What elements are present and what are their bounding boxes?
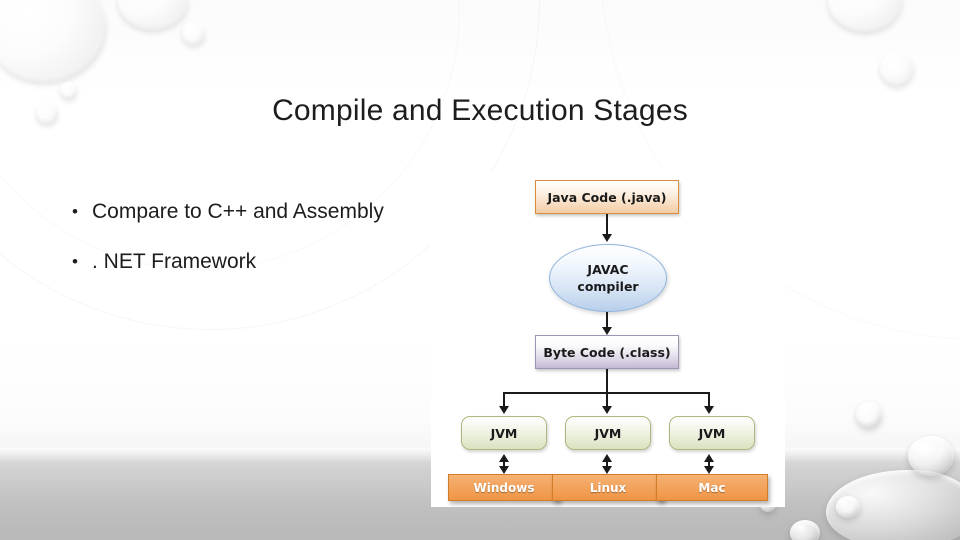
droplet-icon bbox=[60, 82, 77, 99]
arrow-down-icon bbox=[499, 406, 509, 414]
page-title: Compile and Execution Stages bbox=[272, 94, 688, 127]
arrow-down-icon bbox=[704, 466, 714, 474]
bullet-text: . NET Framework bbox=[92, 250, 257, 273]
bullet-text: Compare to C++ and Assembly bbox=[92, 200, 384, 223]
droplet-icon bbox=[856, 402, 882, 428]
diagram-node-jvm: JVM bbox=[669, 416, 755, 450]
connector-line bbox=[606, 312, 608, 329]
arrow-up-icon bbox=[704, 454, 714, 462]
diagram-node-jvm: JVM bbox=[565, 416, 651, 450]
droplet-icon bbox=[790, 520, 820, 540]
arrow-down-icon bbox=[602, 234, 612, 242]
connector-line bbox=[606, 369, 608, 393]
connector-line bbox=[606, 460, 608, 468]
connector-line bbox=[708, 460, 710, 468]
diagram-node-byte-code: Byte Code (.class) bbox=[535, 335, 679, 369]
droplet-icon bbox=[36, 102, 58, 124]
droplet-icon bbox=[828, 0, 902, 32]
diagram-node-java-code: Java Code (.java) bbox=[535, 180, 679, 214]
arrow-up-icon bbox=[499, 454, 509, 462]
arrow-down-icon bbox=[602, 327, 612, 335]
droplet-icon bbox=[0, 0, 116, 94]
connector-line bbox=[606, 214, 608, 236]
list-item: • . NET Framework bbox=[72, 246, 402, 278]
droplet-icon bbox=[836, 496, 860, 518]
droplet-icon bbox=[880, 52, 914, 86]
diagram-node-platform-mac: Mac bbox=[656, 474, 768, 501]
arrow-up-icon bbox=[602, 454, 612, 462]
connector-line bbox=[503, 460, 505, 468]
droplet-icon bbox=[118, 0, 188, 30]
diagram-node-javac-compiler: JAVAC compiler bbox=[549, 244, 667, 312]
connector-line bbox=[708, 392, 710, 408]
javac-label-line2: compiler bbox=[577, 279, 639, 294]
arrow-down-icon bbox=[602, 406, 612, 414]
diagram-node-jvm: JVM bbox=[461, 416, 547, 450]
diagram-node-platform-windows: Windows bbox=[448, 474, 560, 501]
java-flow-diagram-image: Java Code (.java) JAVAC compiler Byte Co… bbox=[431, 172, 785, 507]
bullet-marker: • bbox=[72, 202, 78, 221]
connector-line bbox=[606, 392, 608, 408]
bullet-list: • Compare to C++ and Assembly • . NET Fr… bbox=[72, 196, 402, 296]
arrow-down-icon bbox=[704, 406, 714, 414]
list-item: • Compare to C++ and Assembly bbox=[72, 196, 402, 228]
connector-line bbox=[503, 392, 505, 408]
droplet-icon bbox=[908, 436, 954, 476]
arrow-down-icon bbox=[499, 466, 509, 474]
arrow-down-icon bbox=[602, 466, 612, 474]
bullet-marker: • bbox=[72, 252, 78, 271]
droplet-icon bbox=[182, 22, 205, 45]
javac-label-line1: JAVAC bbox=[587, 262, 629, 277]
diagram-node-platform-linux: Linux bbox=[552, 474, 664, 501]
